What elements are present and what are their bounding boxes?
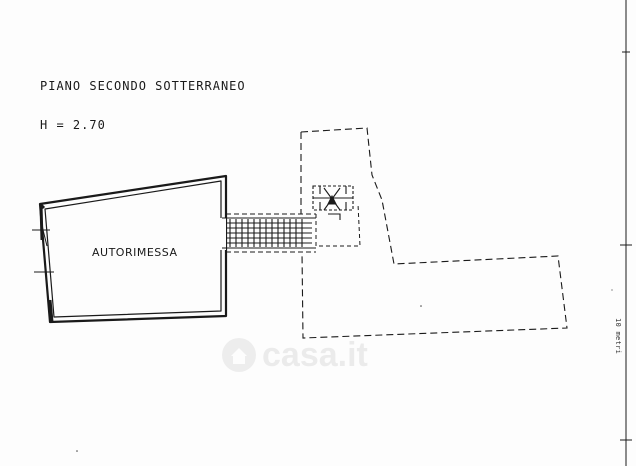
scale-label: 10 metri (614, 318, 622, 355)
garage-door-marks (32, 225, 54, 273)
stair-treads (226, 219, 312, 247)
paper-specks (76, 289, 613, 452)
garage-walls (38, 174, 228, 324)
scale-bar (620, 0, 632, 466)
room-label-autorimessa: AUTORIMESSA (92, 246, 178, 259)
house-circle-icon (222, 338, 256, 372)
stairwell-box (315, 203, 361, 247)
stair-arrow-icon (327, 194, 337, 205)
floor-title: PIANO SECONDO SOTTERRANEO (40, 79, 246, 93)
ceiling-height-label: H = 2.70 (40, 118, 106, 132)
watermark-text: casa.it (262, 335, 368, 374)
watermark: casa.it (222, 330, 368, 380)
stairwell-symbol (312, 185, 354, 220)
dashed-outline-area (300, 127, 568, 339)
garage-wall-accents (38, 202, 54, 323)
